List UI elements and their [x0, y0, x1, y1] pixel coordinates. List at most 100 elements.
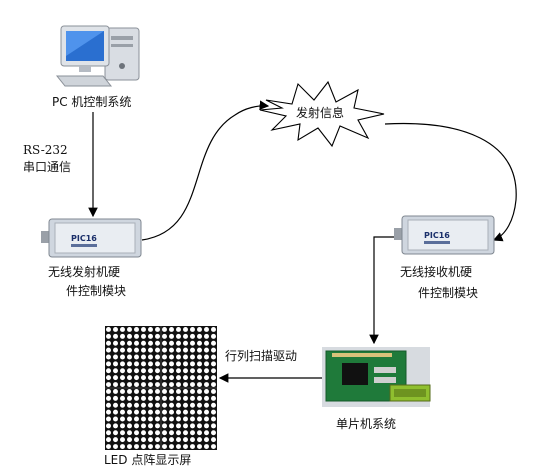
led-dot — [155, 409, 160, 415]
led-dot — [127, 361, 132, 367]
led-dot — [183, 395, 188, 401]
led-dot — [169, 402, 174, 408]
led-dot — [127, 354, 132, 360]
led-dot — [127, 444, 132, 450]
rx-module-device: PIC16 — [394, 212, 496, 258]
led-dot — [155, 354, 160, 360]
led-dot — [162, 354, 167, 360]
led-dot — [169, 430, 174, 436]
led-dot — [120, 444, 125, 450]
led-dot — [162, 340, 167, 346]
led-dot — [176, 382, 181, 388]
led-dot — [176, 444, 181, 450]
led-dot — [113, 347, 118, 353]
led-dot — [113, 402, 118, 408]
led-dot — [134, 340, 139, 346]
led-dot — [183, 437, 188, 443]
edge-rx-to-mcu — [369, 236, 394, 345]
led-dot — [204, 354, 209, 360]
led-dot — [169, 368, 174, 374]
led-dot — [197, 423, 202, 429]
led-dot — [197, 326, 202, 332]
led-dot — [113, 395, 118, 401]
led-dot — [190, 375, 195, 381]
led-dot — [183, 430, 188, 436]
led-dot — [113, 388, 118, 394]
led-dot — [120, 382, 125, 388]
starburst-shape — [259, 80, 385, 148]
desktop-computer-icon — [55, 25, 140, 87]
rx-label-line2: 件控制模块 — [418, 286, 479, 300]
led-dot — [155, 430, 160, 436]
led-dot — [148, 388, 153, 394]
wireless-label: 发射信息 — [296, 106, 345, 120]
led-dot — [120, 409, 125, 415]
led-dot — [197, 375, 202, 381]
led-dot — [141, 430, 146, 436]
led-dot — [155, 375, 160, 381]
led-dot — [106, 437, 111, 443]
led-dot — [134, 423, 139, 429]
led-dot — [134, 402, 139, 408]
led-dot — [211, 430, 216, 436]
tx-label-line2: 件控制模块 — [66, 284, 127, 298]
led-dot — [141, 382, 146, 388]
led-dot — [127, 382, 132, 388]
led-dot — [148, 333, 153, 339]
led-dot — [169, 326, 174, 332]
led-dot — [113, 437, 118, 443]
led-dot — [197, 402, 202, 408]
led-dot — [176, 430, 181, 436]
led-dot — [176, 340, 181, 346]
led-dot — [176, 402, 181, 408]
led-dot — [148, 382, 153, 388]
led-dot — [183, 444, 188, 450]
rs232-label: RS-232 — [23, 143, 68, 157]
led-dot — [162, 388, 167, 394]
led-label: LED 点阵显示屏 — [104, 453, 192, 467]
led-dot — [183, 326, 188, 332]
led-dot — [141, 388, 146, 394]
led-dot — [169, 444, 174, 450]
led-dot — [148, 347, 153, 353]
led-dot — [162, 326, 167, 332]
led-dot — [183, 354, 188, 360]
led-dot — [141, 333, 146, 339]
led-dot — [134, 368, 139, 374]
led-dot — [190, 402, 195, 408]
led-dot — [176, 354, 181, 360]
led-dot — [120, 416, 125, 422]
edge-tx-to-wireless — [141, 100, 270, 241]
led-dot — [197, 368, 202, 374]
led-dot — [148, 409, 153, 415]
led-dot — [148, 354, 153, 360]
led-dot — [190, 395, 195, 401]
led-dot — [120, 347, 125, 353]
led-dot — [176, 423, 181, 429]
led-dot — [204, 437, 209, 443]
led-dot — [141, 326, 146, 332]
led-dot — [169, 333, 174, 339]
led-dot — [211, 416, 216, 422]
led-dot — [120, 395, 125, 401]
pc-label: PC 机控制系统 — [52, 95, 132, 109]
led-dot — [106, 444, 111, 450]
led-dot — [155, 388, 160, 394]
led-dot — [204, 333, 209, 339]
led-dot — [197, 388, 202, 394]
led-dot — [134, 354, 139, 360]
led-dot — [106, 326, 111, 332]
led-dot — [134, 437, 139, 443]
led-dot — [134, 416, 139, 422]
led-dot — [127, 437, 132, 443]
led-dot — [106, 361, 111, 367]
led-dot — [176, 326, 181, 332]
led-dot — [113, 368, 118, 374]
tx-label-line1: 无线发射机硬 — [48, 265, 121, 279]
led-dot — [190, 409, 195, 415]
led-dot — [155, 423, 160, 429]
led-dot — [211, 382, 216, 388]
led-dot — [162, 395, 167, 401]
led-dot — [204, 382, 209, 388]
led-dot — [204, 361, 209, 367]
